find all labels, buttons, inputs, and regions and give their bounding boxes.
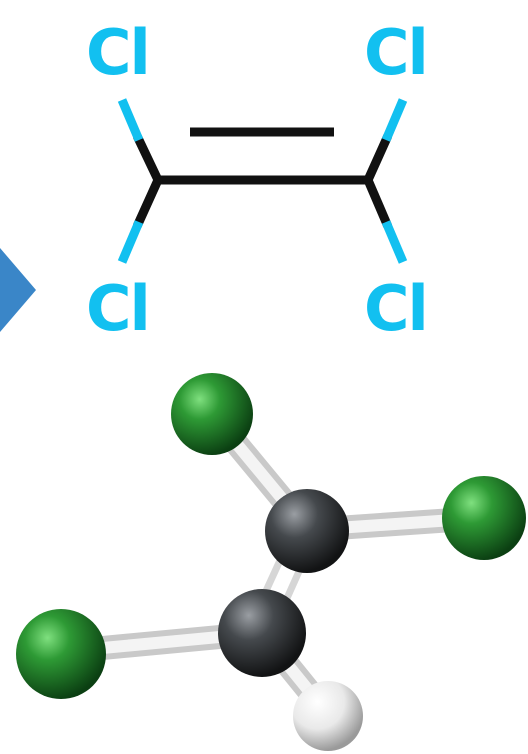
carbon-atom-lower: [218, 589, 306, 677]
ball-and-stick-model: [16, 373, 526, 751]
hydrogen-atom: [293, 681, 363, 751]
label-cl-top-right: Cl: [364, 16, 427, 89]
label-cl-bottom-right: Cl: [364, 272, 427, 345]
bond-bottom-right: [362, 174, 408, 264]
carbon-atom-upper: [265, 489, 349, 573]
chlorine-atom-left: [16, 609, 106, 699]
label-cl-top-left: Cl: [86, 16, 149, 89]
bond-bottom-left: [117, 174, 164, 264]
pointer-arrow-icon: [0, 248, 36, 332]
bond-top-left: [117, 98, 164, 186]
structural-formula: Cl Cl Cl Cl: [86, 16, 429, 345]
chlorine-atom-top: [171, 373, 253, 455]
chlorine-atom-right: [442, 476, 526, 560]
bond-top-right: [362, 98, 408, 186]
label-cl-bottom-left: Cl: [86, 272, 149, 345]
